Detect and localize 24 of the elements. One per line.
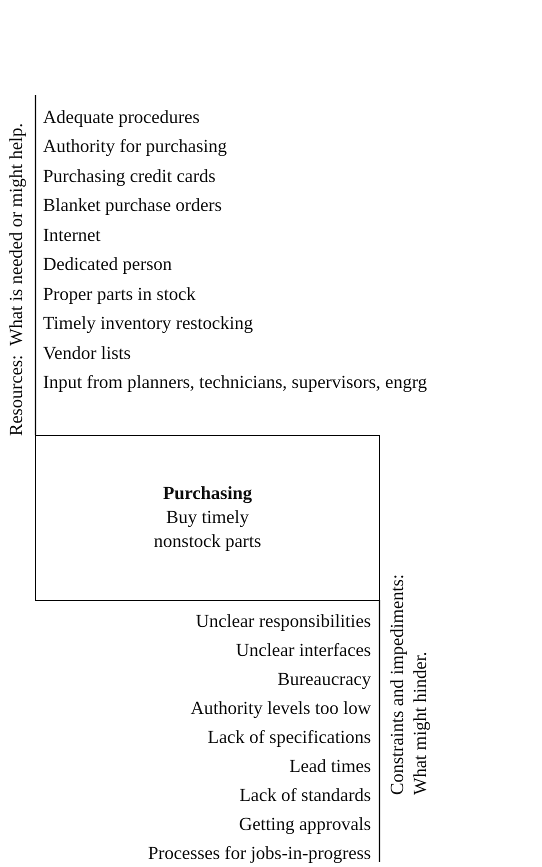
box-description: Buy timely nonstock parts xyxy=(152,507,262,554)
box-title: Purchasing xyxy=(162,483,252,506)
list-item: Lack of standards xyxy=(239,786,371,807)
list-item: Purchasing credit cards xyxy=(43,166,216,188)
list-item: Unclear interfaces xyxy=(236,641,371,662)
list-item: Blanket purchase orders xyxy=(43,196,222,218)
process-box xyxy=(35,435,380,601)
list-item: Internet xyxy=(43,226,101,247)
list-item: Processes for jobs-in-progress xyxy=(148,844,371,865)
list-item: Lead times xyxy=(289,757,371,778)
list-item: Lack of specifications xyxy=(208,728,371,749)
list-item: Getting approvals xyxy=(238,815,371,836)
list-item: Timely inventory restocking xyxy=(43,314,253,336)
list-item: Authority for purchasing xyxy=(43,137,227,158)
list-item: Vendor lists xyxy=(43,344,131,365)
section-heading: Resources: What is needed or might help. xyxy=(6,122,28,436)
list-item: Input from planners, technicians, supervisors, engrg xyxy=(43,373,427,394)
list-item: Proper parts in stock xyxy=(43,284,196,306)
list-item: Authority levels too low xyxy=(190,699,371,720)
section-heading: Constraints and impediments: What might hinder. xyxy=(387,573,432,795)
list-item: Bureaucracy xyxy=(278,670,371,691)
list-item: Unclear responsibilities xyxy=(196,612,371,633)
list-item: Dedicated person xyxy=(43,255,172,276)
list-item: Adequate procedures xyxy=(43,108,200,129)
